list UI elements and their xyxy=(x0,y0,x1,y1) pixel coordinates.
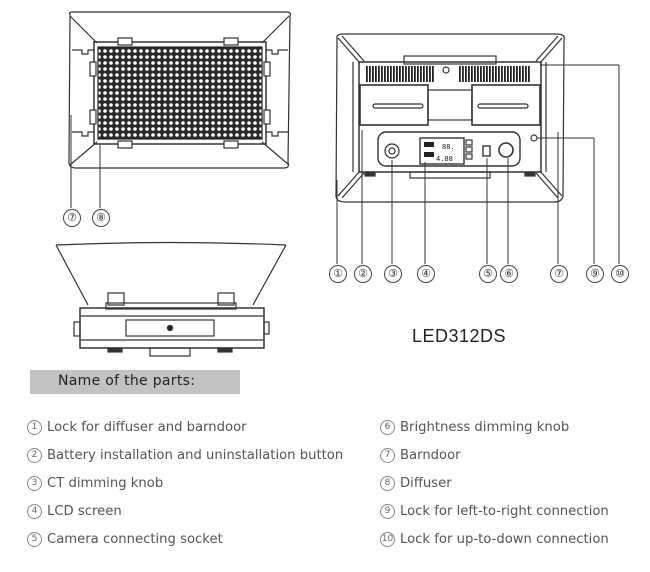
part-label: Lock for diffuser and barndoor xyxy=(47,419,247,435)
barndoor-outline xyxy=(68,11,292,169)
side-view-drawing xyxy=(55,241,287,357)
front-view-drawing xyxy=(68,11,292,208)
callout-7: ⑦ xyxy=(550,265,568,283)
battery-plate-left xyxy=(359,84,429,126)
callout-4: ④ xyxy=(417,265,435,283)
part-label: Battery installation and uninstallation … xyxy=(47,447,344,463)
part-label: CT dimming knob xyxy=(47,475,164,491)
part-number: 1 xyxy=(27,419,42,435)
rear-barndoor xyxy=(335,33,565,203)
callout-9: ⑨ xyxy=(586,265,604,283)
part-number: 7 xyxy=(380,447,395,463)
svg-text:88.: 88. xyxy=(442,143,455,151)
part-number: 3 xyxy=(27,475,42,491)
part-label: Brightness dimming knob xyxy=(400,419,570,435)
callout-5: ⑤ xyxy=(479,265,497,283)
control-panel xyxy=(377,131,521,167)
parts-list-left: 1 Lock for diffuser and barndoor 2 Battery… xyxy=(27,413,343,553)
callout-10: ⑩ xyxy=(611,265,629,283)
part-item: 1 Lock for diffuser and barndoor xyxy=(27,413,343,441)
side-barndoor xyxy=(55,241,287,246)
callout-1: ① xyxy=(329,265,347,283)
part-item: 8 Diffuser xyxy=(380,469,609,497)
model-name: LED312DS xyxy=(412,326,507,346)
part-label: Lock for up-to-down connection xyxy=(400,531,609,547)
part-number: 5 xyxy=(27,531,42,547)
part-item: 9 Lock for left-to-right connection xyxy=(380,497,609,525)
part-number: 10 xyxy=(380,531,395,547)
callout-2: ② xyxy=(354,265,372,283)
part-label: Camera connecting socket xyxy=(47,531,223,547)
part-item: 2 Battery installation and uninstallation… xyxy=(27,441,343,469)
part-number: 9 xyxy=(380,503,395,519)
part-label: Barndoor xyxy=(400,447,461,463)
part-item: 10 Lock for up-to-down connection xyxy=(380,525,609,553)
camera-socket xyxy=(482,145,491,157)
callout-leader-lines xyxy=(336,64,620,264)
vent-left xyxy=(366,66,434,82)
svg-text:4.88: 4.88 xyxy=(436,155,453,163)
callout-diffuser-front: ⑧ xyxy=(92,209,110,227)
callout-6: ⑥ xyxy=(500,265,518,283)
callout-3: ③ xyxy=(384,265,402,283)
callout-barndoor-front: ⑦ xyxy=(63,209,81,227)
led-array xyxy=(97,46,263,140)
part-item: 3 CT dimming knob xyxy=(27,469,343,497)
part-item: 6 Brightness dimming knob xyxy=(380,413,609,441)
part-number: 6 xyxy=(380,419,395,435)
parts-header: Name of the parts: xyxy=(30,370,240,394)
part-number: 2 xyxy=(27,447,42,463)
part-label: LCD screen xyxy=(47,503,122,519)
part-label: Lock for left-to-right connection xyxy=(400,503,609,519)
lcd-screen xyxy=(419,137,465,165)
parts-header-label: Name of the parts: xyxy=(58,373,196,389)
ct-knob xyxy=(384,143,400,159)
vent-right xyxy=(458,66,530,82)
part-item: 7 Barndoor xyxy=(380,441,609,469)
part-item: 4 LCD screen xyxy=(27,497,343,525)
parts-list-right: 6 Brightness dimming knob 7 Barndoor 8 Diff… xyxy=(380,413,609,553)
rear-view-drawing: 88. 4.88 xyxy=(335,33,620,264)
part-number: 4 xyxy=(27,503,42,519)
diffuser-frame xyxy=(93,41,267,145)
part-number: 8 xyxy=(380,475,395,491)
battery-plate-right xyxy=(471,84,541,126)
part-item: 5 Camera connecting socket xyxy=(27,525,343,553)
brightness-knob xyxy=(498,142,514,158)
part-label: Diffuser xyxy=(400,475,452,491)
